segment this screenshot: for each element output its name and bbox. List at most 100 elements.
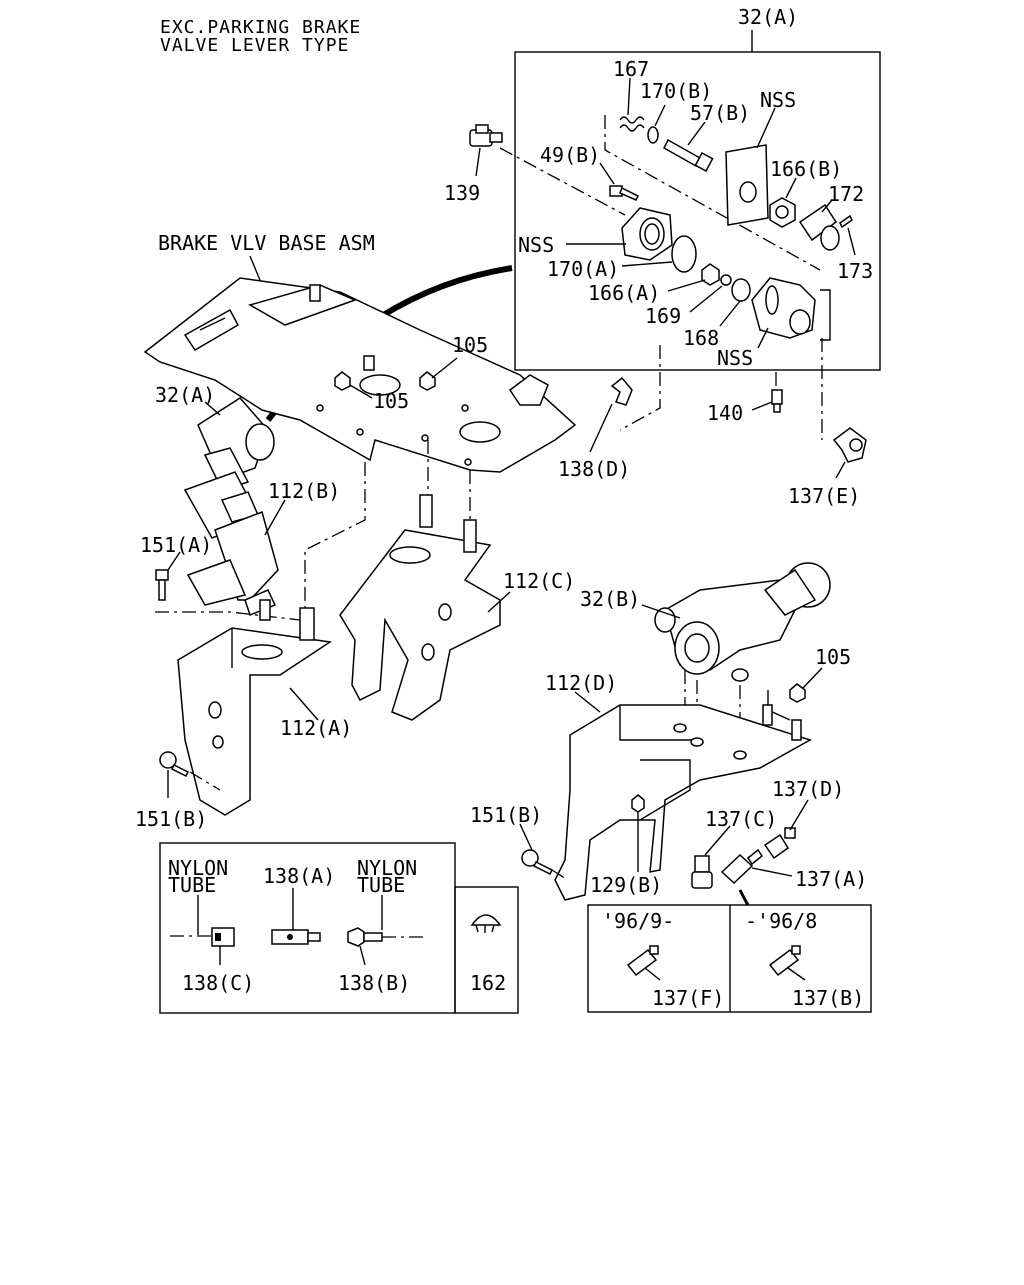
label-170a: 170(A) [547,257,619,281]
label-151b-left: 151(B) [135,807,207,831]
part-170a-oring [671,235,697,273]
part-138c-connector [211,927,235,947]
leader-112a [289,687,319,721]
label-32a-left: 32(A) [155,383,215,407]
part-137e-elbow [832,427,867,463]
leader-138d-dash [619,345,661,431]
part-138b-connector [347,927,383,947]
leader-140 [751,401,773,411]
valve-bracket-right [820,289,831,341]
leader-57b [687,121,706,146]
leader-169 [689,285,723,313]
leader-nss3 [757,327,769,349]
inset-nylon-2b: TUBE [357,873,405,897]
label-nss1: NSS [760,88,796,112]
label-139: 139 [444,181,480,205]
label-base-asm: BRAKE VLV BASE ASM [158,231,375,255]
label-151b-mid: 151(B) [470,803,542,827]
part-138a-union [271,929,321,945]
header-line-1: EXC.PARKING BRAKE [160,17,361,38]
part-168-disc [731,278,751,302]
label-129b: 129(B) [590,873,662,897]
label-137f: 137(F) [652,986,724,1010]
inset-162 [454,886,519,1014]
part-166a-nut [701,263,720,286]
label-32b: 32(B) [580,587,640,611]
part-112b-bracket [186,511,279,616]
label-169: 169 [645,304,681,328]
inset-nylon-1b: TUBE [168,873,216,897]
leader-138d [589,403,613,453]
leader-plate-112a [304,462,366,610]
part-nss-valve-body [751,277,816,339]
part-112c-bracket [339,494,501,721]
leader-151b-mid [519,823,533,851]
part-173-pin [839,214,853,229]
part-169-washer [720,274,732,286]
label-138b: 138(B) [338,971,410,995]
label-105b: 105 [373,389,409,413]
part-nss-plate [725,144,769,226]
part-167-spring [619,116,645,132]
leader-32a-left [204,401,221,416]
label-112b: 112(B) [268,479,340,503]
leader-151b-mid-dash [551,869,569,881]
leader-105b [349,384,373,399]
leader-151a [167,551,181,571]
leader-49b [599,162,615,185]
label-138c: 138(C) [182,971,254,995]
leader-137c [704,825,731,856]
leader-137a-to-inset [738,889,750,906]
label-137e: 137(E) [788,484,860,508]
leader-137f [644,967,661,981]
part-151b-bolt-left [159,751,190,778]
label-138a: 138(A) [263,864,335,888]
part-139-fitting [469,124,503,147]
part-57b-stem [663,138,714,173]
leader-139-flange [499,147,626,216]
brake-valve-base-plate [143,277,577,473]
leader-112d [574,691,601,713]
label-date-new: '96/9- [602,909,674,933]
leader-137b [787,967,806,981]
label-date-old: -'96/8 [745,909,817,933]
explode-axis [604,115,821,271]
header-line-2: VALVE LEVER TYPE [160,35,349,56]
part-137d-fitting [763,827,796,860]
label-172: 172 [828,182,864,206]
label-162: 162 [470,971,506,995]
part-138d-elbow [610,376,633,406]
leader-166b [785,177,797,199]
label-166a: 166(A) [588,281,660,305]
label-138d: 138(D) [558,457,630,481]
leader-172 [821,199,833,213]
leader-151b-left-dash [189,771,221,791]
leader-168 [719,300,741,327]
part-137b-fitting [768,945,801,977]
label-137a: 137(A) [795,867,867,891]
leader-137a [751,867,793,877]
label-173: 173 [837,259,873,283]
part-137c-fitting [691,855,713,889]
leader-170a [621,261,673,267]
part-nss-flange [621,207,673,261]
part-151b-bolt-mid [521,849,554,876]
part-140-fitting [771,389,783,413]
label-112c: 112(C) [503,569,575,593]
part-170b-oring [647,126,659,144]
leader-170b [654,104,666,127]
leader-166a [667,279,706,292]
leader-137e [835,461,846,479]
label-105a: 105 [452,333,488,357]
part-105-nut-c [789,683,806,703]
label-nss2: NSS [518,233,554,257]
leader-138b [359,945,366,966]
leader-112c [487,591,511,613]
leader-151a-dash [155,611,301,621]
leader-112b [264,499,286,536]
leader-167 [627,77,631,116]
part-105-nut-a [334,371,351,391]
leader-137d [789,799,809,831]
